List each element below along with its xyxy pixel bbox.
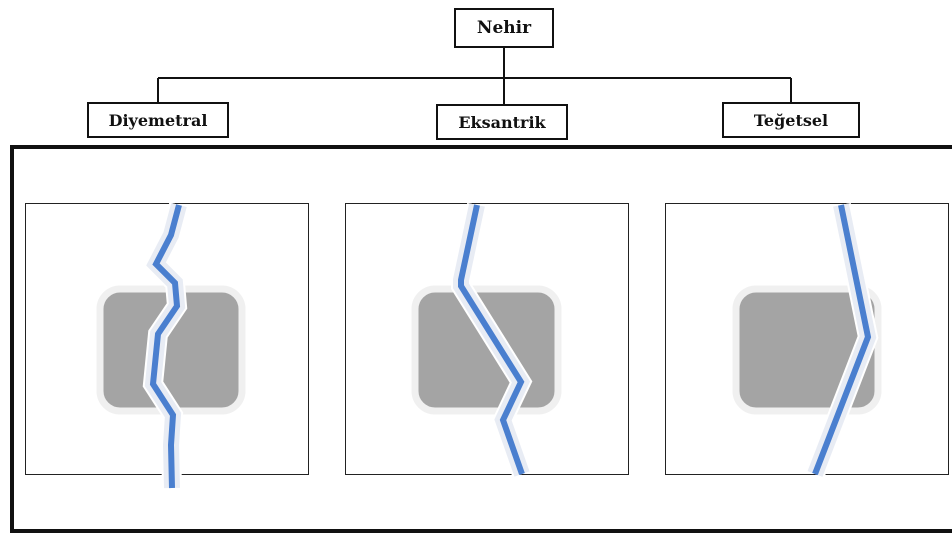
type-label-eksantrik: Eksantrik [458, 112, 546, 132]
river-channel [812, 204, 872, 476]
diagram-frame [10, 145, 952, 533]
river-crossing-block-diagram [96, 202, 246, 489]
root-node-box: Nehir [454, 8, 554, 48]
tegetsel-illustration [665, 202, 949, 478]
river-channel [458, 204, 525, 475]
river-channel [149, 204, 182, 489]
eksantrik-illustration [345, 202, 629, 478]
river-crossing-block-diagram [411, 202, 562, 478]
type-node-tegetsel: Teğetsel [722, 102, 860, 138]
type-node-diyemetral: Diyemetral [87, 102, 229, 138]
diyemetral-illustration [25, 202, 309, 489]
type-node-eksantrik: Eksantrik [436, 104, 568, 140]
root-node-label: Nehir [476, 18, 532, 38]
gray-block [411, 285, 562, 415]
river-crossing-block-diagram [732, 202, 882, 478]
type-label-diyemetral: Diyemetral [108, 110, 208, 130]
type-label-tegetsel: Teğetsel [753, 110, 829, 130]
